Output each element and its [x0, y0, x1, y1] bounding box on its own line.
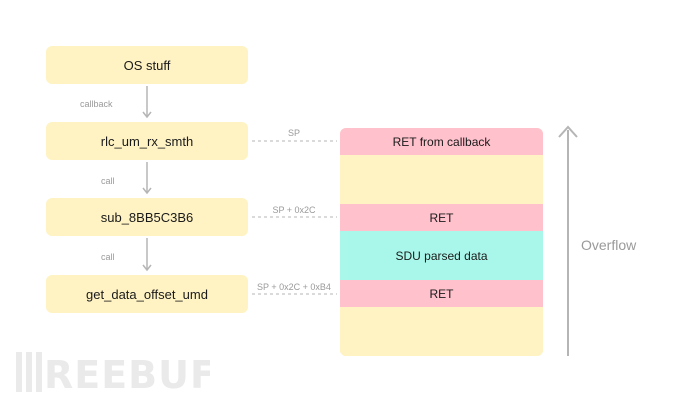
- offset-label-sp-2c-b4: SP + 0x2C + 0xB4: [257, 282, 331, 292]
- stack-segment-ret: RET: [340, 204, 543, 231]
- stack-segment-padding: [340, 307, 543, 356]
- watermark-text: REEBUF: [44, 353, 210, 394]
- stack-segment-label: SDU parsed data: [395, 248, 488, 263]
- call-box-get-data-offset-umd: get_data_offset_umd: [46, 275, 248, 313]
- stack-segment-ret: RET: [340, 280, 543, 307]
- arrow-label-callback: callback: [80, 99, 113, 109]
- arrow-label-call: call: [101, 176, 115, 186]
- call-box-label: get_data_offset_umd: [86, 286, 208, 302]
- arrow-label-call: call: [101, 252, 115, 262]
- call-box-os-stuff: OS stuff: [46, 46, 248, 84]
- freebuf-watermark-logo: REEBUF: [16, 352, 210, 394]
- stack-segment-label: RET: [429, 286, 454, 301]
- call-box-label: rlc_um_rx_smth: [100, 133, 194, 149]
- offset-label-sp-2c: SP + 0x2C: [272, 205, 316, 215]
- stack-frame: RET from callback RET SDU parsed data RE…: [340, 128, 543, 356]
- call-box-rlc-um-rx-smth: rlc_um_rx_smth: [46, 122, 248, 160]
- call-arrow-down-1: [142, 86, 152, 119]
- call-box-label: sub_8BB5C3B6: [100, 209, 194, 225]
- call-box-sub-8bb5c3b6: sub_8BB5C3B6: [46, 198, 248, 236]
- call-arrow-down-3: [142, 238, 152, 272]
- stack-segment-sdu-parsed-data: SDU parsed data: [340, 231, 543, 280]
- stack-segment-ret-from-callback: RET from callback: [340, 128, 543, 155]
- offset-label-sp: SP: [287, 128, 300, 138]
- stack-segment-label: RET: [429, 210, 454, 225]
- call-arrow-down-2: [142, 162, 152, 195]
- call-box-label: OS stuff: [123, 57, 171, 73]
- stack-segment-padding: [340, 155, 543, 204]
- overflow-label: Overflow: [581, 237, 637, 253]
- overflow-arrow: [558, 125, 578, 356]
- stack-segment-label: RET from callback: [392, 134, 491, 149]
